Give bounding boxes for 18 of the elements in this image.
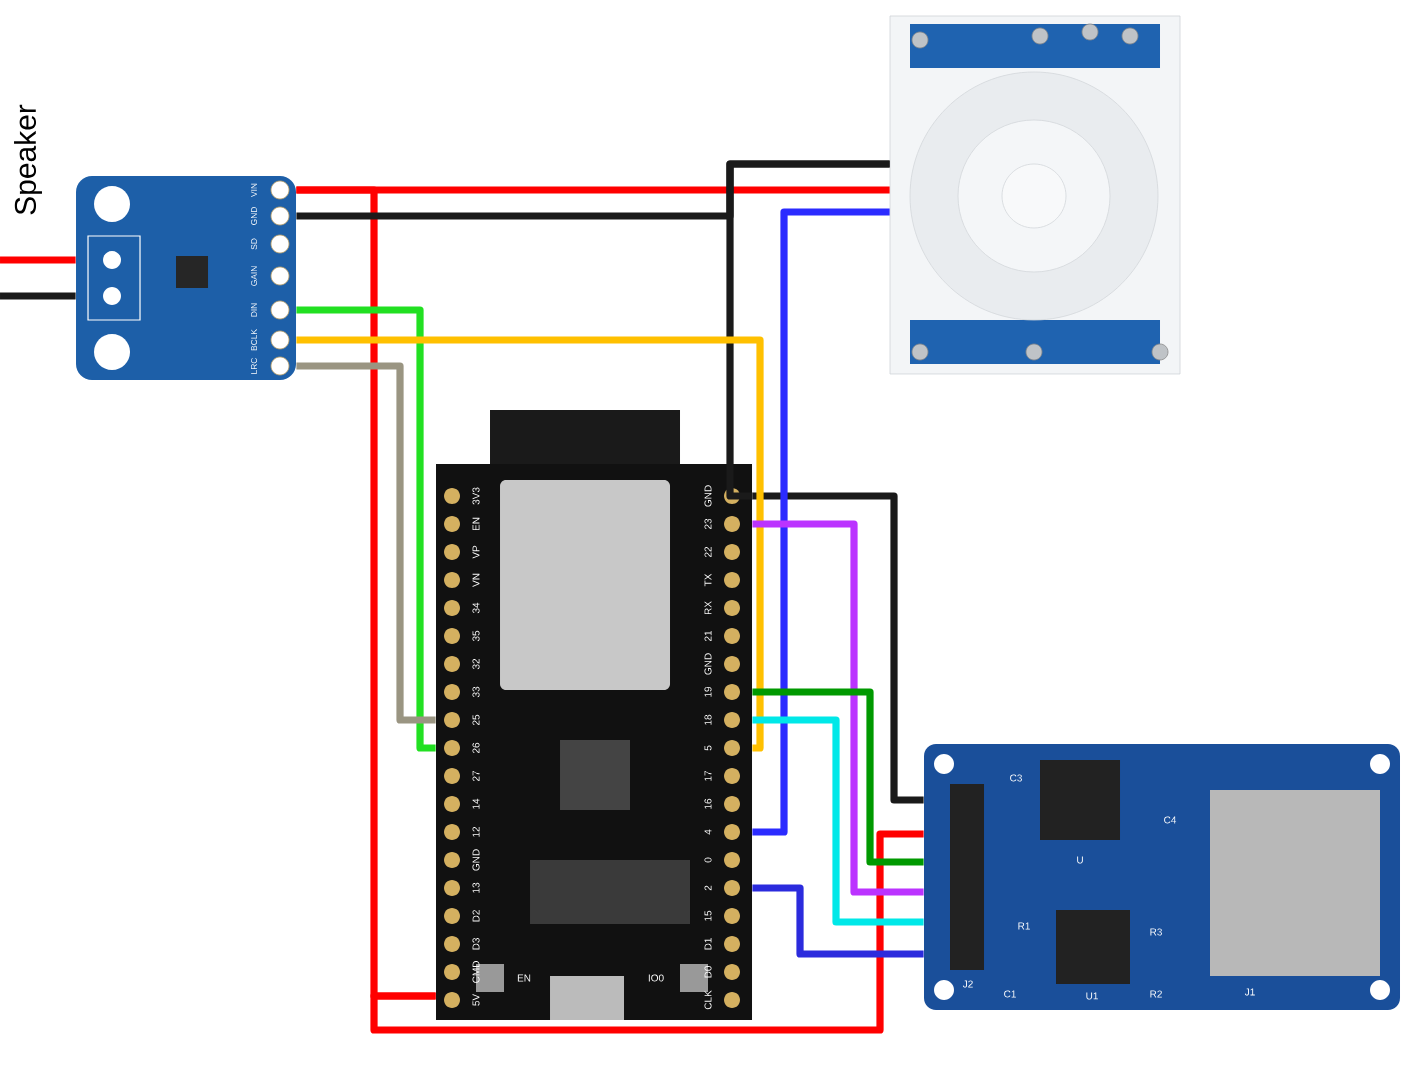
wire bbox=[752, 884, 924, 958]
sd-card-module-drawing bbox=[924, 744, 1400, 1010]
wire bbox=[296, 306, 436, 752]
wire bbox=[296, 362, 436, 724]
wire bbox=[726, 160, 890, 500]
wire bbox=[752, 716, 924, 926]
speaker-label: Speaker bbox=[14, 104, 42, 215]
wire bbox=[752, 520, 924, 896]
wire bbox=[370, 830, 924, 1034]
wire bbox=[296, 336, 764, 752]
amplifier-board-drawing bbox=[76, 176, 296, 380]
wire bbox=[0, 292, 76, 300]
wire bbox=[752, 208, 890, 836]
wire bbox=[752, 688, 924, 866]
microcontroller-board-drawing bbox=[436, 410, 752, 1020]
wire bbox=[0, 256, 76, 264]
wire bbox=[752, 492, 924, 804]
motion-sensor-drawing bbox=[889, 15, 1181, 375]
